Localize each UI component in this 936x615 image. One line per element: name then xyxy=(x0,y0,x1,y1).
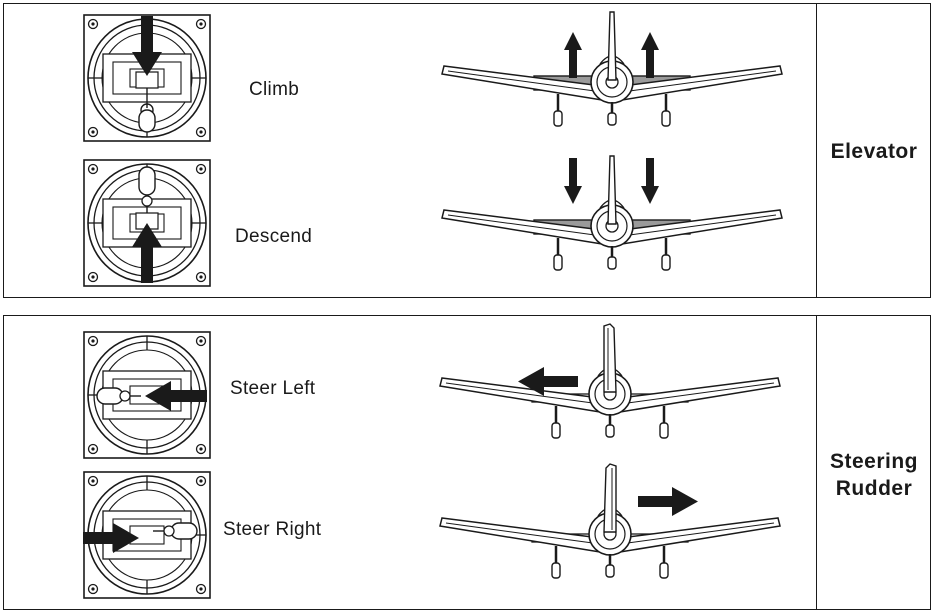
section-divider xyxy=(816,316,817,609)
steer-left-stick-gimbal-icon xyxy=(83,331,211,459)
rudder-title-line1: Steering xyxy=(829,450,919,473)
climb-stick-gimbal-icon xyxy=(83,14,211,142)
elevator-section: Elevator Climb xyxy=(3,3,931,298)
rudder-title-line2: Rudder xyxy=(835,477,913,500)
steer-left-label: Steer Left xyxy=(230,378,316,399)
steer-right-label: Steer Right xyxy=(223,519,322,540)
steer-left-plane-icon xyxy=(438,320,782,470)
descend-label: Descend xyxy=(235,226,313,247)
elevator-title: Elevator xyxy=(830,140,918,163)
climb-plane-icon xyxy=(440,8,784,158)
section-divider xyxy=(816,4,817,297)
steer-right-plane-icon xyxy=(438,460,782,610)
descend-stick-gimbal-icon xyxy=(83,159,211,287)
descend-plane-icon xyxy=(440,152,784,302)
steer-right-stick-gimbal-icon xyxy=(83,471,211,599)
climb-label: Climb xyxy=(249,79,300,100)
rudder-section: Steering Rudder Steer Left xyxy=(3,315,931,610)
